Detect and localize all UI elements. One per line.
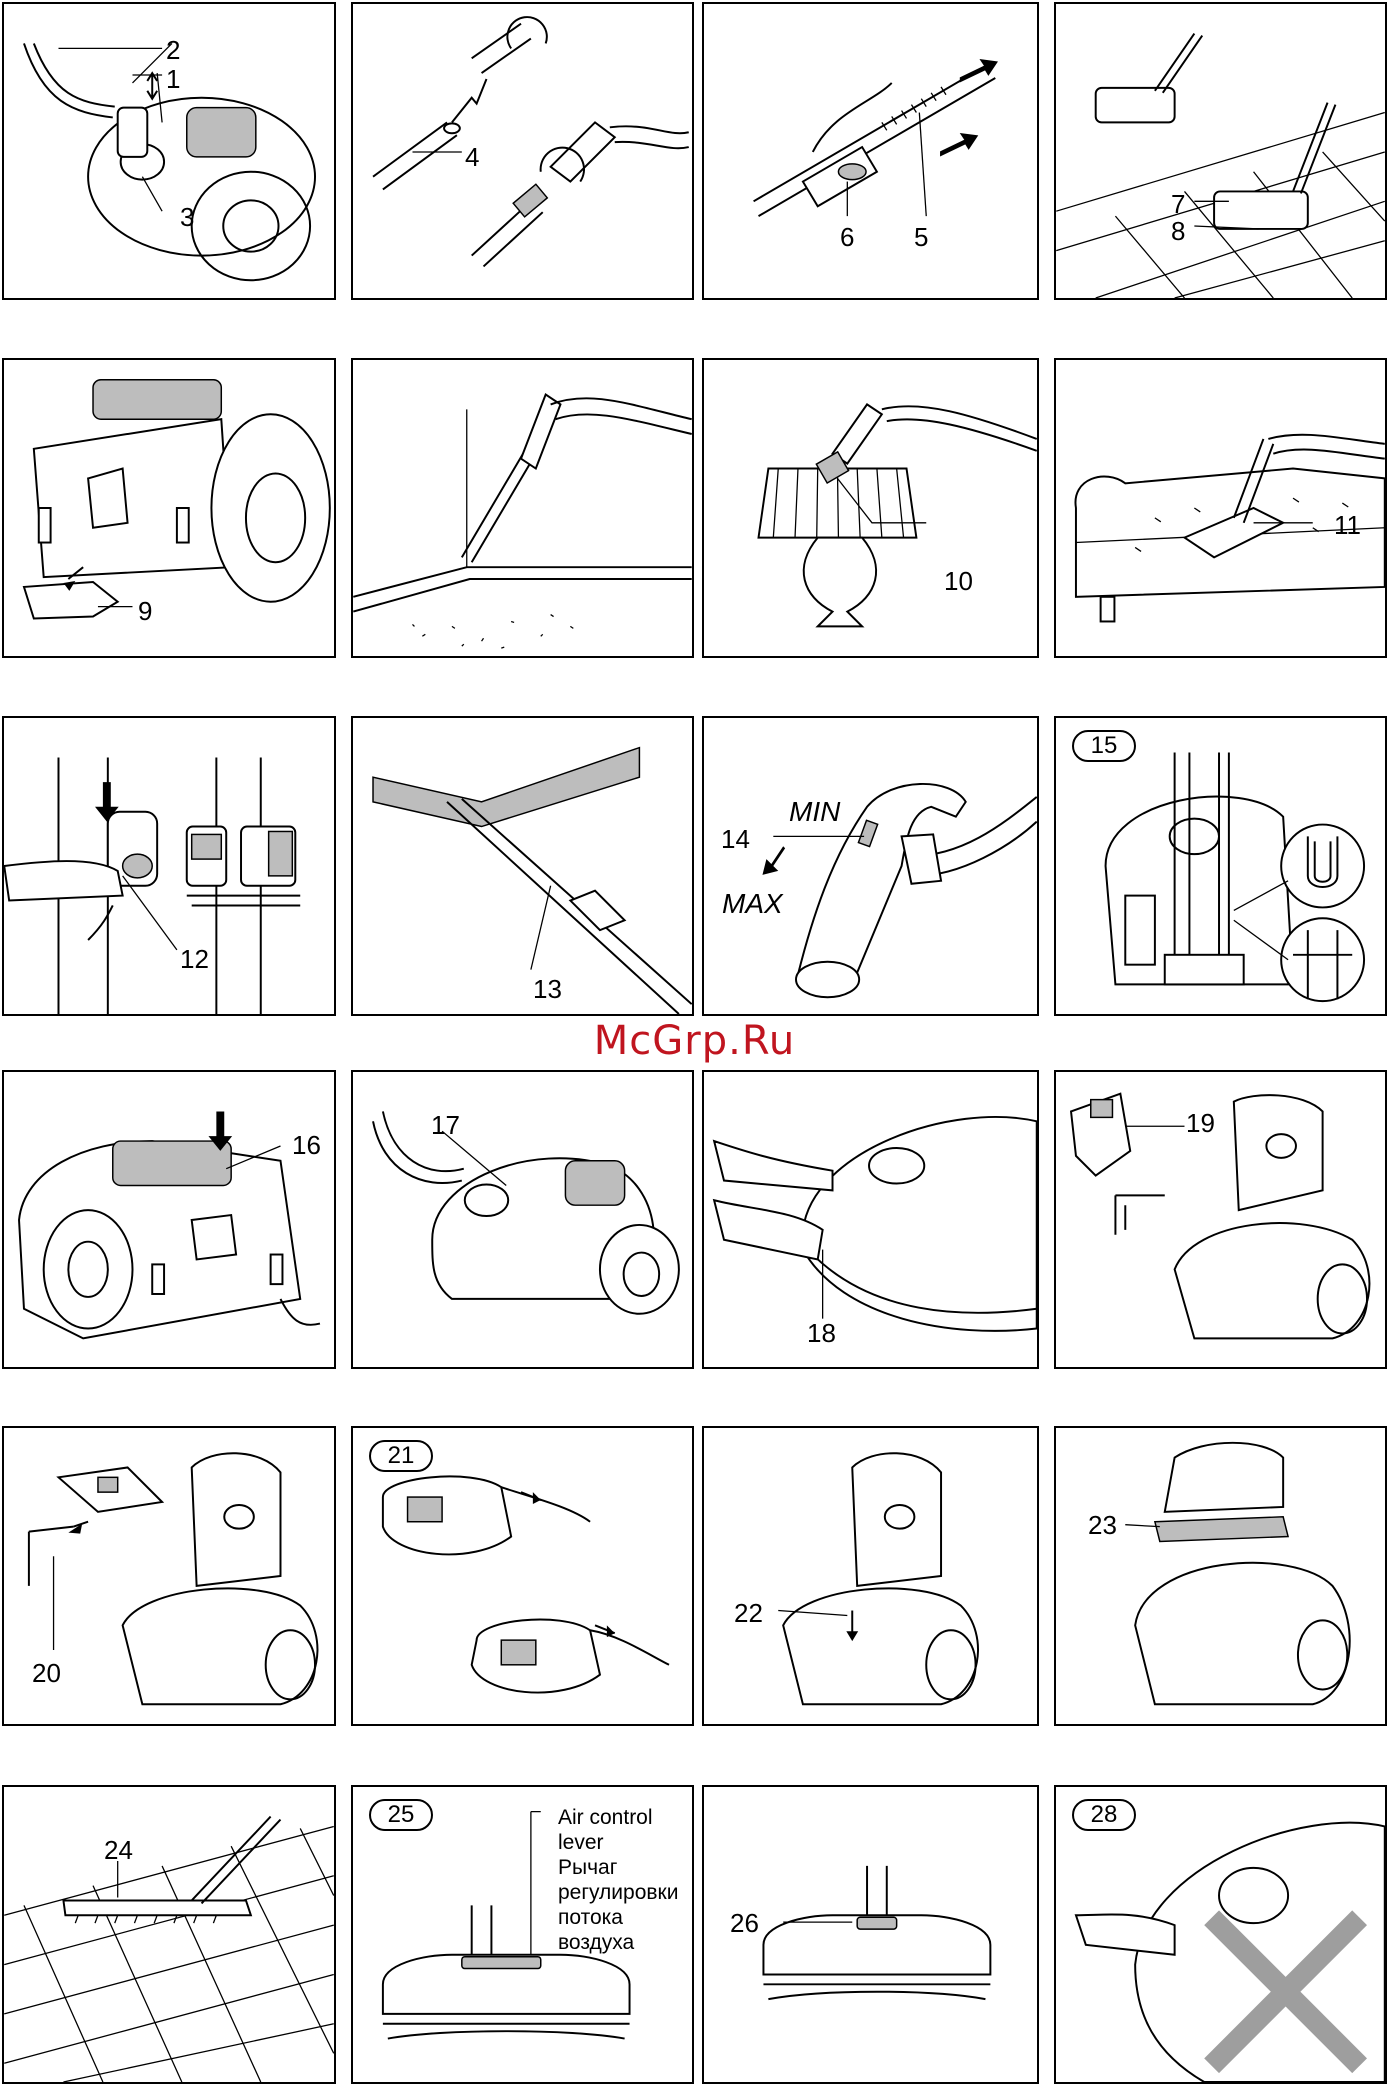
callout-12: 12 <box>180 946 209 972</box>
figure-panel-16: 19 <box>1054 1070 1387 1369</box>
figure-panel-13: 16 <box>2 1070 336 1369</box>
figure-panel-15: 18 <box>702 1070 1039 1369</box>
figure-panel-17: 20 <box>2 1426 336 1726</box>
figure-panel-8: 11 <box>1054 358 1387 658</box>
callout-11: 11 <box>1334 512 1361 538</box>
figure-panel-19: 22 <box>702 1426 1039 1726</box>
figure-panel-6 <box>351 358 694 658</box>
watermark: McGrp.Ru <box>0 1018 1389 1064</box>
figure-panel-23: 26 <box>702 1785 1039 2084</box>
callout-24: 24 <box>104 1837 133 1863</box>
callout-14: 14 <box>721 826 750 852</box>
figure-panel-10: 13 <box>351 716 694 1016</box>
figure-panel-20: 23 <box>1054 1426 1387 1726</box>
annotation-ru-line-3: потока <box>558 1905 678 1930</box>
callout-7: 7 <box>1171 191 1185 217</box>
figure-panel-2: 4 <box>351 2 694 300</box>
callout-16: 16 <box>292 1132 321 1158</box>
callout-4: 4 <box>465 144 479 170</box>
callout-8: 8 <box>1171 218 1185 244</box>
figure-panel-22: 25 Air control lever Рычаг регулировки п… <box>351 1785 694 2084</box>
callout-6: 6 <box>840 224 854 250</box>
callout-13: 13 <box>533 976 562 1002</box>
callout-26: 26 <box>730 1910 759 1936</box>
callout-20: 20 <box>32 1660 61 1686</box>
figure-panel-11: MIN 14 MAX <box>702 716 1039 1016</box>
annotation-ru-line-1: Рычаг <box>558 1855 678 1880</box>
callout-18: 18 <box>807 1320 836 1346</box>
callout-10: 10 <box>944 568 973 594</box>
figure-panel-7: 10 <box>702 358 1039 658</box>
callout-22: 22 <box>734 1600 763 1626</box>
figure-panel-5: 9 <box>2 358 336 658</box>
min-label: MIN <box>789 798 840 826</box>
annotation-en-line-1: Air control <box>558 1805 678 1830</box>
figure-panel-18: 21 <box>351 1426 694 1726</box>
figure-panel-14: 17 <box>351 1070 694 1369</box>
figure-panel-12: 15 <box>1054 716 1387 1016</box>
callout-5: 5 <box>914 224 928 250</box>
figure-panel-4: 7 8 <box>1054 2 1387 300</box>
figure-panel-21: 24 <box>2 1785 336 2084</box>
max-label: MAX <box>722 890 783 918</box>
air-control-annotation: Air control lever Рычаг регулировки пото… <box>558 1805 678 1955</box>
figure-panel-1: 2 1 3 <box>2 2 336 300</box>
figure-panel-9: 12 <box>2 716 336 1016</box>
annotation-ru-line-2: регулировки <box>558 1880 678 1905</box>
figure-panel-24: 28 <box>1054 1785 1387 2084</box>
annotation-ru-line-4: воздуха <box>558 1930 678 1955</box>
callout-1: 1 <box>166 66 180 92</box>
callout-19: 19 <box>1186 1110 1215 1136</box>
callout-9: 9 <box>138 598 152 624</box>
annotation-en-line-2: lever <box>558 1830 678 1855</box>
callout-23: 23 <box>1088 1512 1117 1538</box>
figure-panel-3: 6 5 <box>702 2 1039 300</box>
callout-17: 17 <box>431 1112 460 1138</box>
callout-3: 3 <box>180 204 194 230</box>
callout-2: 2 <box>166 37 180 63</box>
